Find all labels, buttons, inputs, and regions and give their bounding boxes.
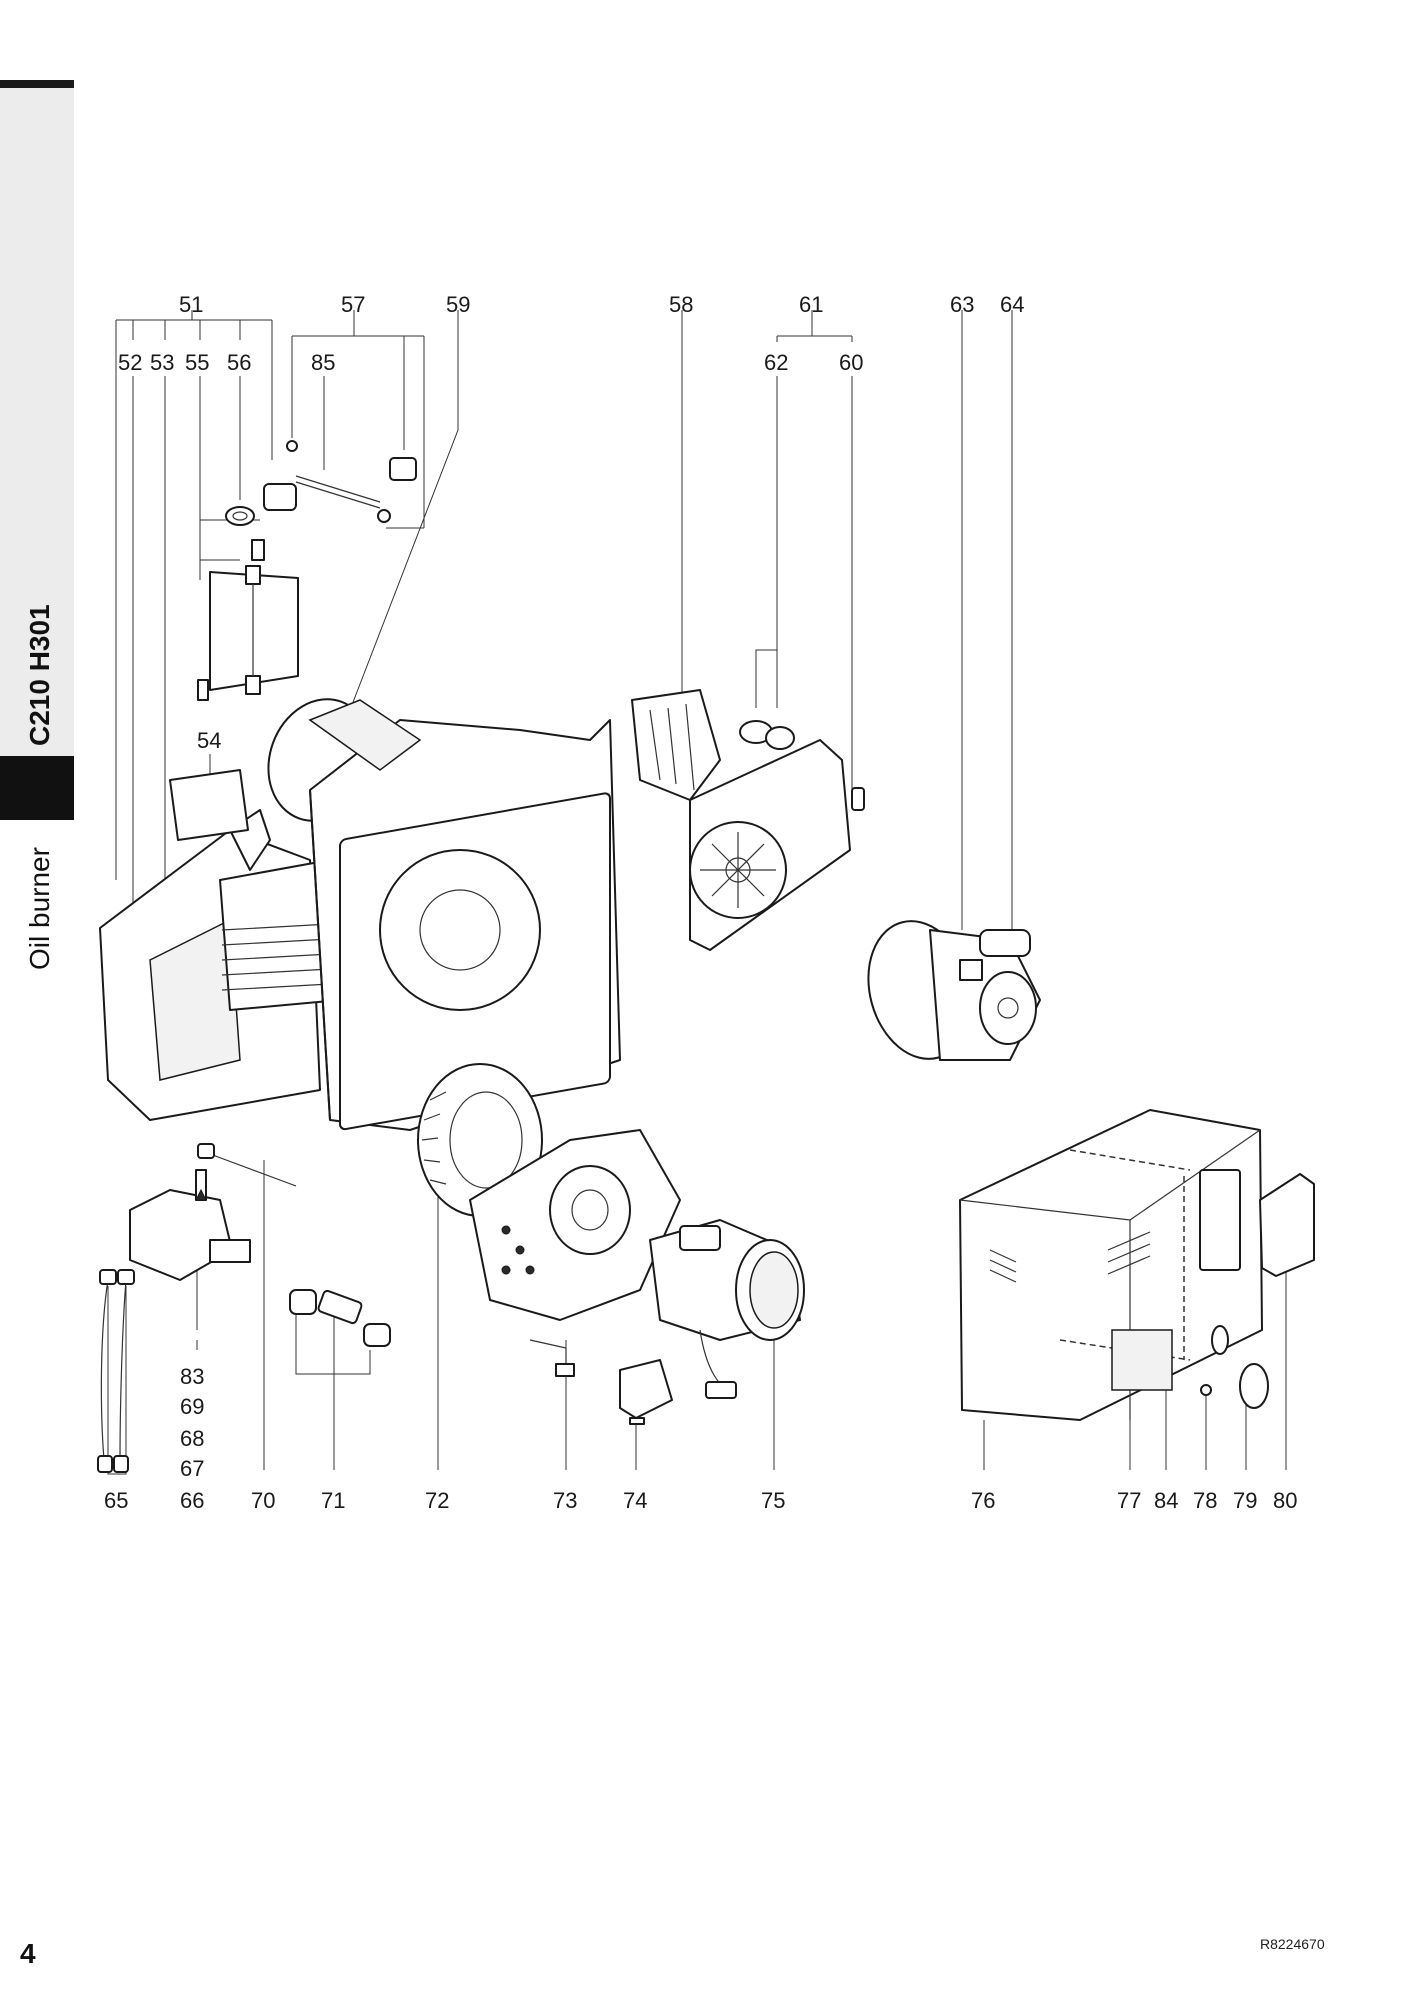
callout-63: 63	[950, 292, 974, 317]
callout-labels: 51 52 53 55 56 57 85 59 58 61 62 60 63 6…	[104, 292, 1297, 1513]
callout-67: 67	[180, 1456, 204, 1481]
callout-59: 59	[446, 292, 470, 317]
ignition-transformer	[619, 1359, 673, 1425]
callout-78: 78	[1193, 1488, 1217, 1513]
callout-75: 75	[761, 1488, 785, 1513]
damper-spring	[225, 506, 265, 561]
page-number: 4	[20, 1938, 36, 1969]
callout-61: 61	[799, 292, 823, 317]
leader-lines	[107, 310, 1287, 1475]
callout-54: 54	[197, 728, 221, 753]
callout-60: 60	[839, 350, 863, 375]
callout-72: 72	[425, 1488, 449, 1513]
callout-83: 83	[180, 1364, 204, 1389]
callout-73: 73	[553, 1488, 577, 1513]
callout-52: 52	[118, 350, 142, 375]
fan-housing-frame	[308, 699, 621, 1131]
blower-motor-small	[867, 920, 1041, 1061]
callout-58: 58	[669, 292, 693, 317]
fuel-line	[197, 1143, 297, 1187]
callout-62: 62	[764, 350, 788, 375]
cover-plate	[689, 739, 865, 951]
oil-filter-parts	[289, 1289, 391, 1347]
side-tab-top-bar	[0, 80, 74, 88]
callout-66: 66	[180, 1488, 204, 1513]
callout-71: 71	[321, 1488, 345, 1513]
callout-77: 77	[1117, 1488, 1141, 1513]
callout-85: 85	[311, 350, 335, 375]
burner-cover	[959, 1109, 1263, 1421]
callout-68: 68	[180, 1426, 204, 1451]
callout-74: 74	[623, 1488, 647, 1513]
callout-56: 56	[227, 350, 251, 375]
oil-hoses	[97, 1269, 135, 1473]
cover-window-gasket	[1239, 1363, 1269, 1409]
air-damper-plate	[197, 565, 299, 701]
oil-pump	[129, 1169, 251, 1281]
callout-79: 79	[1233, 1488, 1257, 1513]
callout-70: 70	[251, 1488, 275, 1513]
callout-76: 76	[971, 1488, 995, 1513]
callout-57: 57	[341, 292, 365, 317]
burner-housing	[99, 769, 341, 1121]
side-tab-marker	[0, 756, 74, 820]
access-lid	[1259, 1173, 1315, 1277]
air-guide-grid	[631, 689, 721, 801]
callout-51: 51	[179, 292, 203, 317]
callout-65: 65	[104, 1488, 128, 1513]
callout-64: 64	[1000, 292, 1024, 317]
callout-55: 55	[185, 350, 209, 375]
callout-69: 69	[180, 1394, 204, 1419]
motor-mounting-plate	[469, 1129, 681, 1321]
callout-53: 53	[150, 350, 174, 375]
cover-screw	[1200, 1384, 1212, 1396]
side-tab	[0, 80, 74, 820]
sight-glass	[739, 720, 795, 750]
ignition-electrode	[529, 1339, 575, 1377]
document-code: R8224670	[1260, 1936, 1325, 1952]
electric-motor	[649, 1219, 805, 1399]
callout-84: 84	[1154, 1488, 1178, 1513]
air-damper-linkage	[263, 440, 417, 523]
callout-80: 80	[1273, 1488, 1297, 1513]
